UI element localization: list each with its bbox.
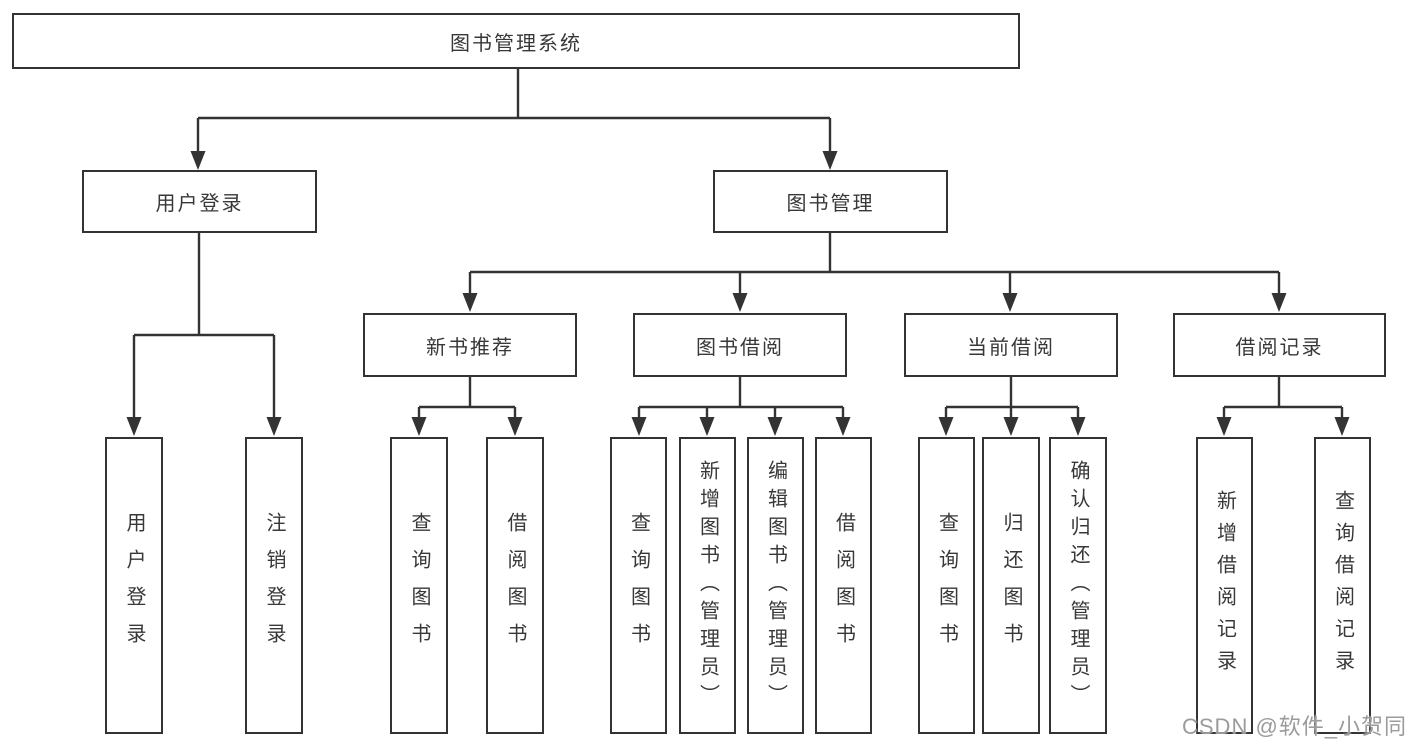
node-new-book-recommend-label: 新书推荐 — [426, 336, 514, 359]
node-leaf-cb-query-books: 查询图书 — [918, 437, 975, 734]
node-leaf-br-query-record-label: 查询借阅记录 — [1331, 489, 1354, 682]
node-leaf-nb-borrow-books-label: 借阅图书 — [504, 511, 526, 660]
node-book-borrow-label: 图书借阅 — [696, 336, 784, 359]
node-leaf-bb-borrow-books-label: 借阅图书 — [832, 511, 855, 660]
connector-current-borrow-to-leaves — [944, 377, 1080, 419]
node-user-login-branch: 用户登录 — [82, 170, 317, 233]
node-borrow-records: 借阅记录 — [1173, 313, 1386, 377]
node-leaf-cb-confirm-return: 确认归还（管理员） — [1049, 437, 1107, 734]
node-leaf-cb-return-books: 归还图书 — [982, 437, 1040, 734]
node-leaf-cb-confirm-return-label: 确认归还（管理员） — [1067, 459, 1089, 712]
node-leaf-nb-borrow-books: 借阅图书 — [486, 437, 544, 734]
node-leaf-br-add-record: 新增借阅记录 — [1196, 437, 1253, 734]
connector-root-to-level2 — [196, 68, 832, 152]
node-leaf-nb-query-books-label: 查询图书 — [408, 511, 430, 660]
node-new-book-recommend: 新书推荐 — [363, 313, 577, 377]
node-leaf-bb-edit-books: 编辑图书（管理员） — [747, 437, 804, 734]
node-leaf-br-query-record: 查询借阅记录 — [1314, 437, 1371, 734]
connector-book-borrow-to-leaves — [637, 377, 845, 419]
node-leaf-cb-query-books-label: 查询图书 — [935, 511, 958, 660]
node-book-borrow: 图书借阅 — [633, 313, 847, 377]
node-leaf-bb-borrow-books: 借阅图书 — [815, 437, 872, 734]
node-leaf-bb-query-books: 查询图书 — [610, 437, 667, 734]
node-root-system: 图书管理系统 — [12, 13, 1020, 69]
connector-borrow-records-to-leaves — [1222, 377, 1344, 419]
node-user-login-branch-label: 用户登录 — [155, 193, 244, 215]
connector-book-management-to-level3 — [468, 233, 1281, 294]
node-root-system-label: 图书管理系统 — [450, 32, 582, 55]
node-leaf-bb-add-books-label: 新增图书（管理员） — [696, 459, 719, 712]
connector-user-login-to-leaves — [132, 233, 276, 419]
node-book-management-branch: 图书管理 — [713, 170, 948, 233]
connector-new-book-to-leaves — [417, 377, 517, 419]
node-current-borrow: 当前借阅 — [904, 313, 1118, 377]
node-borrow-records-label: 借阅记录 — [1235, 336, 1324, 359]
node-leaf-logout: 注销登录 — [245, 437, 303, 734]
node-leaf-nb-query-books: 查询图书 — [390, 437, 448, 734]
node-leaf-user-login-label: 用户登录 — [123, 511, 145, 660]
csdn-watermark: CSDN @软件_小贺同学 — [1182, 714, 1405, 739]
node-current-borrow-label: 当前借阅 — [967, 336, 1055, 359]
node-leaf-user-login: 用户登录 — [105, 437, 163, 734]
node-leaf-cb-return-books-label: 归还图书 — [1000, 511, 1022, 660]
node-leaf-bb-query-books-label: 查询图书 — [627, 511, 650, 660]
node-leaf-logout-label: 注销登录 — [263, 511, 285, 660]
node-leaf-br-add-record-label: 新增借阅记录 — [1213, 489, 1236, 682]
node-book-management-branch-label: 图书管理 — [786, 193, 875, 215]
node-leaf-bb-edit-books-label: 编辑图书（管理员） — [764, 459, 787, 712]
node-leaf-bb-add-books: 新增图书（管理员） — [679, 437, 736, 734]
